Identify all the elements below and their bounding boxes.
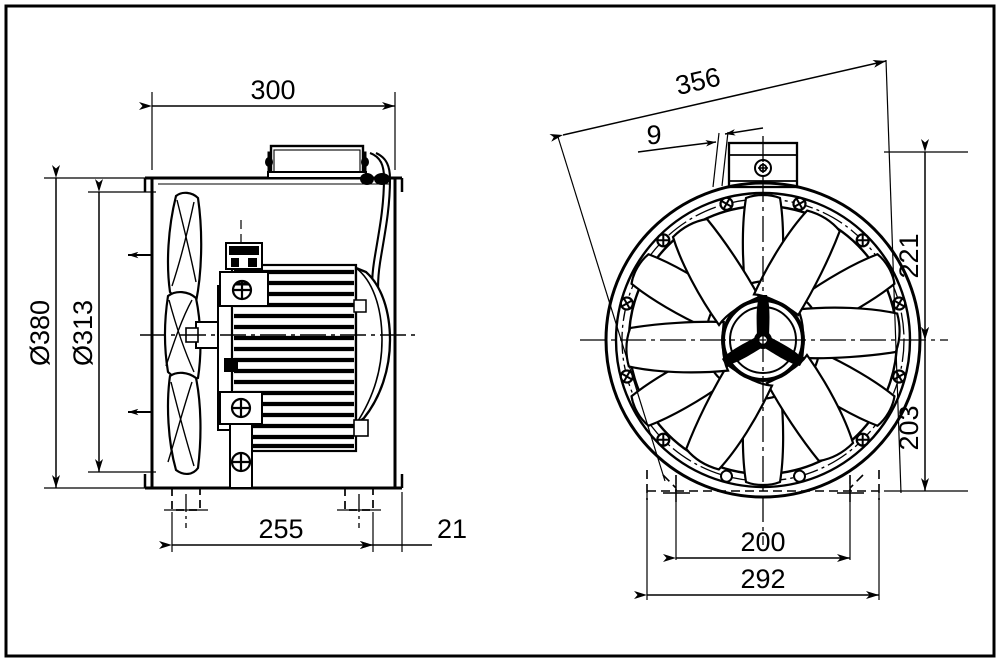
dim-label-21: 21 xyxy=(437,514,467,544)
dim-height-203: 203 xyxy=(884,327,968,492)
front-elevation-view xyxy=(580,136,948,545)
drawing-border xyxy=(4,4,996,658)
dim-dia-313: Ø313 xyxy=(68,179,156,473)
mount-centerline xyxy=(164,494,381,528)
dim-width-292: 292 xyxy=(634,493,880,600)
side-elevation-view xyxy=(127,144,420,528)
dim-length-21: 21 xyxy=(360,492,467,552)
dim-label-200: 200 xyxy=(740,527,785,557)
impeller xyxy=(625,193,901,487)
side-view-dimensions: 300 Ø380 Ø313 255 21 xyxy=(25,75,467,552)
dim-label-380: Ø380 xyxy=(25,300,55,366)
dim-dia-380: Ø380 xyxy=(25,165,148,489)
motor-bracket xyxy=(219,220,269,489)
dim-length-255: 255 xyxy=(159,512,374,552)
dim-label-255: 255 xyxy=(258,514,303,544)
dim-label-292: 292 xyxy=(740,564,785,594)
dim-label-221: 221 xyxy=(894,233,924,278)
dim-height-221: 221 xyxy=(884,139,968,340)
mount-projection xyxy=(646,470,880,500)
dim-label-300: 300 xyxy=(250,75,295,105)
bolt-holes xyxy=(619,196,907,483)
dim-label-203: 203 xyxy=(894,405,924,450)
dim-width-300: 300 xyxy=(139,75,396,170)
dim-label-9: 9 xyxy=(646,120,661,150)
dim-width-200: 200 xyxy=(663,493,851,562)
front-view-dimensions: 356 9 221 203 200 xyxy=(549,59,968,600)
terminal-box xyxy=(265,144,369,180)
propeller xyxy=(163,191,203,475)
dim-thick-9: 9 xyxy=(637,120,764,188)
airflow-arrow xyxy=(127,251,152,416)
dim-label-313: Ø313 xyxy=(68,300,98,366)
